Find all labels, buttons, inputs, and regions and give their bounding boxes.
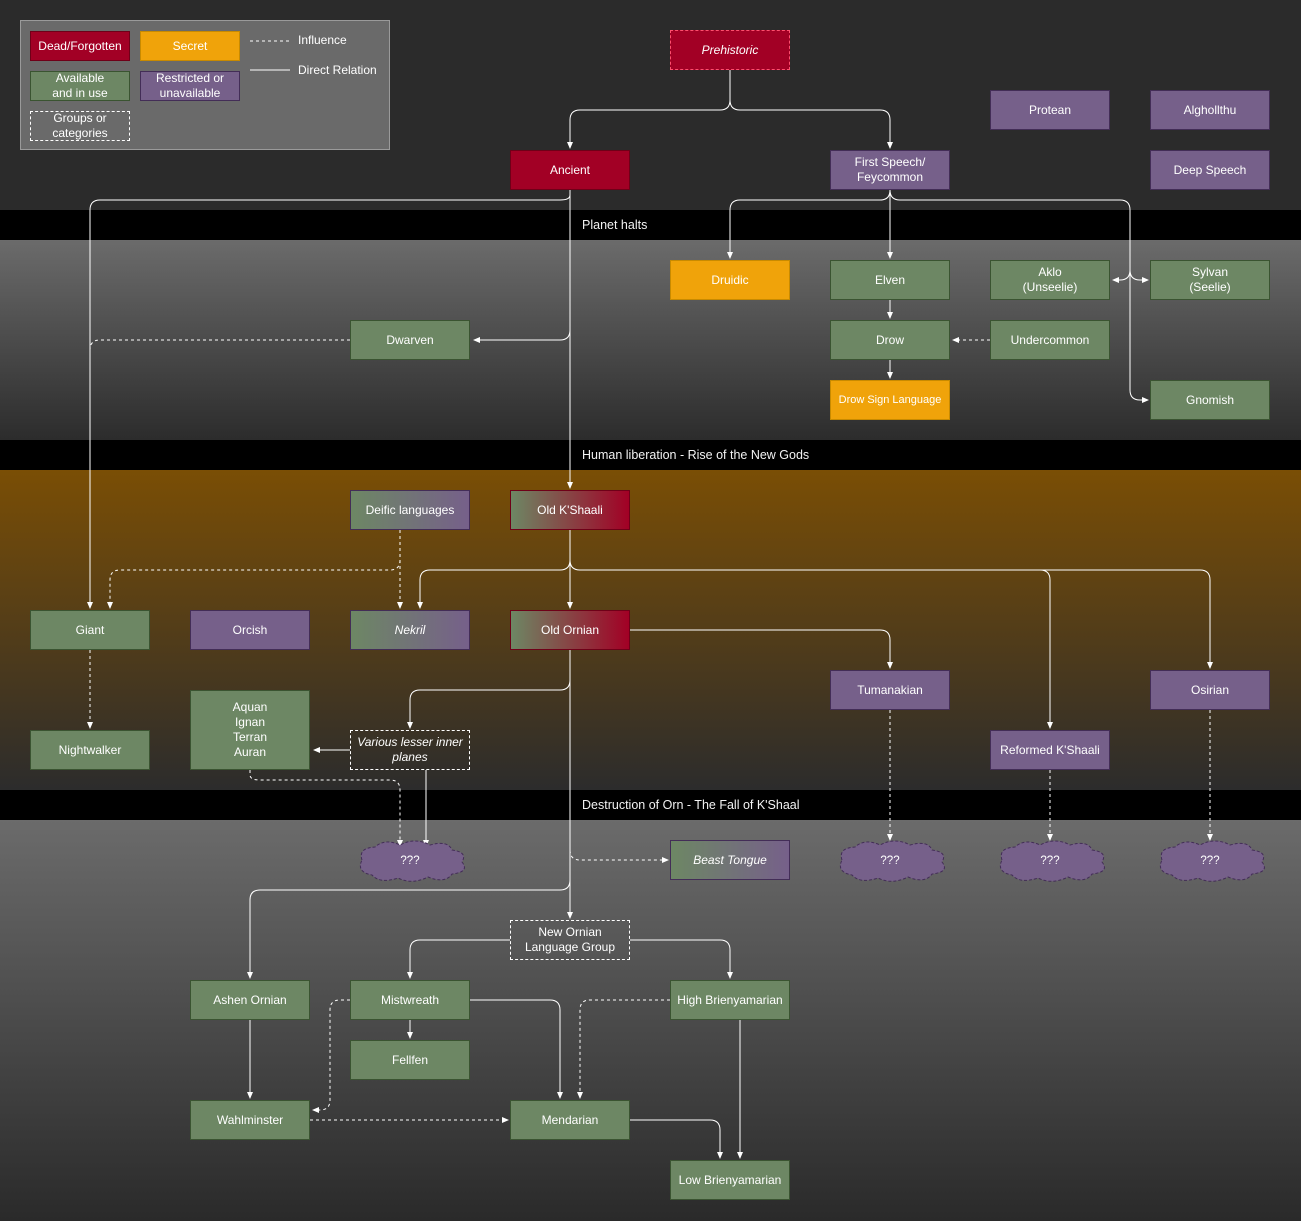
node-gnomish[interactable]: Gnomish bbox=[1150, 380, 1270, 420]
node-orcish[interactable]: Orcish bbox=[190, 610, 310, 650]
era-label-human-liberation: Human liberation - Rise of the New Gods bbox=[582, 448, 810, 462]
node-reformed-kshaali[interactable]: Reformed K'Shaali bbox=[990, 730, 1110, 770]
node-drow[interactable]: Drow bbox=[830, 320, 950, 360]
node-label: Giant bbox=[75, 622, 105, 637]
node-deific-languages[interactable]: Deific languages bbox=[350, 490, 470, 530]
node-sylvan[interactable]: Sylvan (Seelie) bbox=[1150, 260, 1270, 300]
node-fellfen[interactable]: Fellfen bbox=[350, 1040, 470, 1080]
node-old-kshaali[interactable]: Old K'Shaali bbox=[510, 490, 630, 530]
node-beast-tongue[interactable]: Beast Tongue bbox=[670, 840, 790, 880]
node-label: Ancient bbox=[549, 162, 591, 177]
legend-influence-label: Influence bbox=[298, 33, 347, 47]
node-old-ornian[interactable]: Old Ornian bbox=[510, 610, 630, 650]
legend-dead-swatch: Dead/Forgotten bbox=[30, 31, 130, 61]
node-label: Mistwreath bbox=[380, 992, 439, 1007]
node-label: Tumanakian bbox=[857, 682, 923, 697]
node-protean[interactable]: Protean bbox=[990, 90, 1110, 130]
node-label: Old K'Shaali bbox=[537, 502, 603, 517]
node-label: First Speech/ Feycommon bbox=[854, 155, 926, 184]
era-bar-planet-halts: Planet halts bbox=[0, 210, 1301, 240]
legend-restricted-label: Restricted or unavailable bbox=[155, 71, 225, 100]
era-label-planet-halts: Planet halts bbox=[582, 218, 648, 232]
node-prehistoric[interactable]: Prehistoric bbox=[670, 30, 790, 70]
node-low-brienyamarian[interactable]: Low Brienyamarian bbox=[670, 1160, 790, 1200]
era-label-destruction: Destruction of Orn - The Fall of K'Shaal bbox=[582, 798, 800, 812]
node-label: Elven bbox=[874, 272, 906, 287]
node-label: Beast Tongue bbox=[693, 852, 767, 867]
era-bar-human-liberation: Human liberation - Rise of the New Gods bbox=[0, 440, 1301, 470]
node-label: Sylvan (Seelie) bbox=[1189, 265, 1231, 294]
node-elemental-languages[interactable]: Aquan Ignan Terran Auran bbox=[190, 690, 310, 770]
legend-direct-line bbox=[250, 69, 290, 71]
node-label: Fellfen bbox=[391, 1052, 429, 1067]
node-label: Ashen Ornian bbox=[213, 992, 287, 1007]
node-inner-planes[interactable]: Various lesser inner planes bbox=[350, 730, 470, 770]
node-label: Old Ornian bbox=[540, 622, 600, 637]
era-band-post-destruction bbox=[0, 820, 1301, 1221]
node-label: Wahlminster bbox=[216, 1112, 284, 1127]
node-dwarven[interactable]: Dwarven bbox=[350, 320, 470, 360]
node-label: Aklo (Unseelie) bbox=[1022, 265, 1078, 294]
node-new-ornian-group[interactable]: New Ornian Language Group bbox=[510, 920, 630, 960]
node-label: Low Brienyamarian bbox=[678, 1172, 782, 1187]
legend-direct-label: Direct Relation bbox=[298, 63, 377, 77]
node-tumanakian[interactable]: Tumanakian bbox=[830, 670, 950, 710]
node-label: Prehistoric bbox=[701, 42, 759, 57]
legend-secret-label: Secret bbox=[172, 38, 208, 53]
node-label: Alghollthu bbox=[1183, 102, 1237, 117]
node-nightwalker[interactable]: Nightwalker bbox=[30, 730, 150, 770]
node-label: New Ornian Language Group bbox=[524, 925, 616, 954]
node-osirian[interactable]: Osirian bbox=[1150, 670, 1270, 710]
node-label: Undercommon bbox=[1010, 332, 1090, 347]
node-label: Osirian bbox=[1190, 682, 1229, 697]
node-first-speech[interactable]: First Speech/ Feycommon bbox=[830, 150, 950, 190]
node-label: Nightwalker bbox=[58, 742, 122, 757]
node-label: Deep Speech bbox=[1173, 162, 1247, 177]
node-label: Orcish bbox=[232, 622, 268, 637]
legend-available-label: Available and in use bbox=[52, 71, 108, 100]
node-label: Aquan Ignan Terran Auran bbox=[232, 700, 268, 759]
node-label: Gnomish bbox=[1185, 392, 1235, 407]
node-label: Mendarian bbox=[541, 1112, 599, 1127]
legend-available-swatch: Available and in use bbox=[30, 71, 130, 101]
node-label: Reformed K'Shaali bbox=[1000, 742, 1100, 757]
legend-restricted-swatch: Restricted or unavailable bbox=[140, 71, 240, 101]
node-drow-sign-language[interactable]: Drow Sign Language bbox=[830, 380, 950, 420]
node-mendarian[interactable]: Mendarian bbox=[510, 1100, 630, 1140]
node-ancient[interactable]: Ancient bbox=[510, 150, 630, 190]
legend-dead-label: Dead/Forgotten bbox=[38, 38, 122, 53]
node-label: Deific languages bbox=[365, 502, 455, 517]
node-alghollthu[interactable]: Alghollthu bbox=[1150, 90, 1270, 130]
node-mistwreath[interactable]: Mistwreath bbox=[350, 980, 470, 1020]
node-nekril[interactable]: Nekril bbox=[350, 610, 470, 650]
legend: Dead/Forgotten Secret Available and in u… bbox=[20, 20, 390, 150]
legend-groups-swatch: Groups or categories bbox=[30, 111, 130, 141]
node-label: Various lesser inner planes bbox=[357, 735, 463, 764]
node-label: Druidic bbox=[711, 272, 749, 287]
node-giant[interactable]: Giant bbox=[30, 610, 150, 650]
node-label: Drow Sign Language bbox=[838, 393, 942, 406]
legend-secret-swatch: Secret bbox=[140, 31, 240, 61]
node-label: Dwarven bbox=[386, 332, 434, 347]
node-wahlminster[interactable]: Wahlminster bbox=[190, 1100, 310, 1140]
node-undercommon[interactable]: Undercommon bbox=[990, 320, 1110, 360]
node-deep-speech[interactable]: Deep Speech bbox=[1150, 150, 1270, 190]
node-high-brienyamarian[interactable]: High Brienyamarian bbox=[670, 980, 790, 1020]
legend-influence-line bbox=[250, 40, 290, 42]
node-label: High Brienyamarian bbox=[677, 992, 783, 1007]
node-aklo[interactable]: Aklo (Unseelie) bbox=[990, 260, 1110, 300]
node-druidic[interactable]: Druidic bbox=[670, 260, 790, 300]
node-label: Drow bbox=[875, 332, 904, 347]
legend-groups-label: Groups or categories bbox=[52, 111, 108, 140]
node-elven[interactable]: Elven bbox=[830, 260, 950, 300]
node-ashen-ornian[interactable]: Ashen Ornian bbox=[190, 980, 310, 1020]
era-bar-destruction: Destruction of Orn - The Fall of K'Shaal bbox=[0, 790, 1301, 820]
node-label: Nekril bbox=[394, 622, 426, 637]
node-label: Protean bbox=[1028, 102, 1072, 117]
